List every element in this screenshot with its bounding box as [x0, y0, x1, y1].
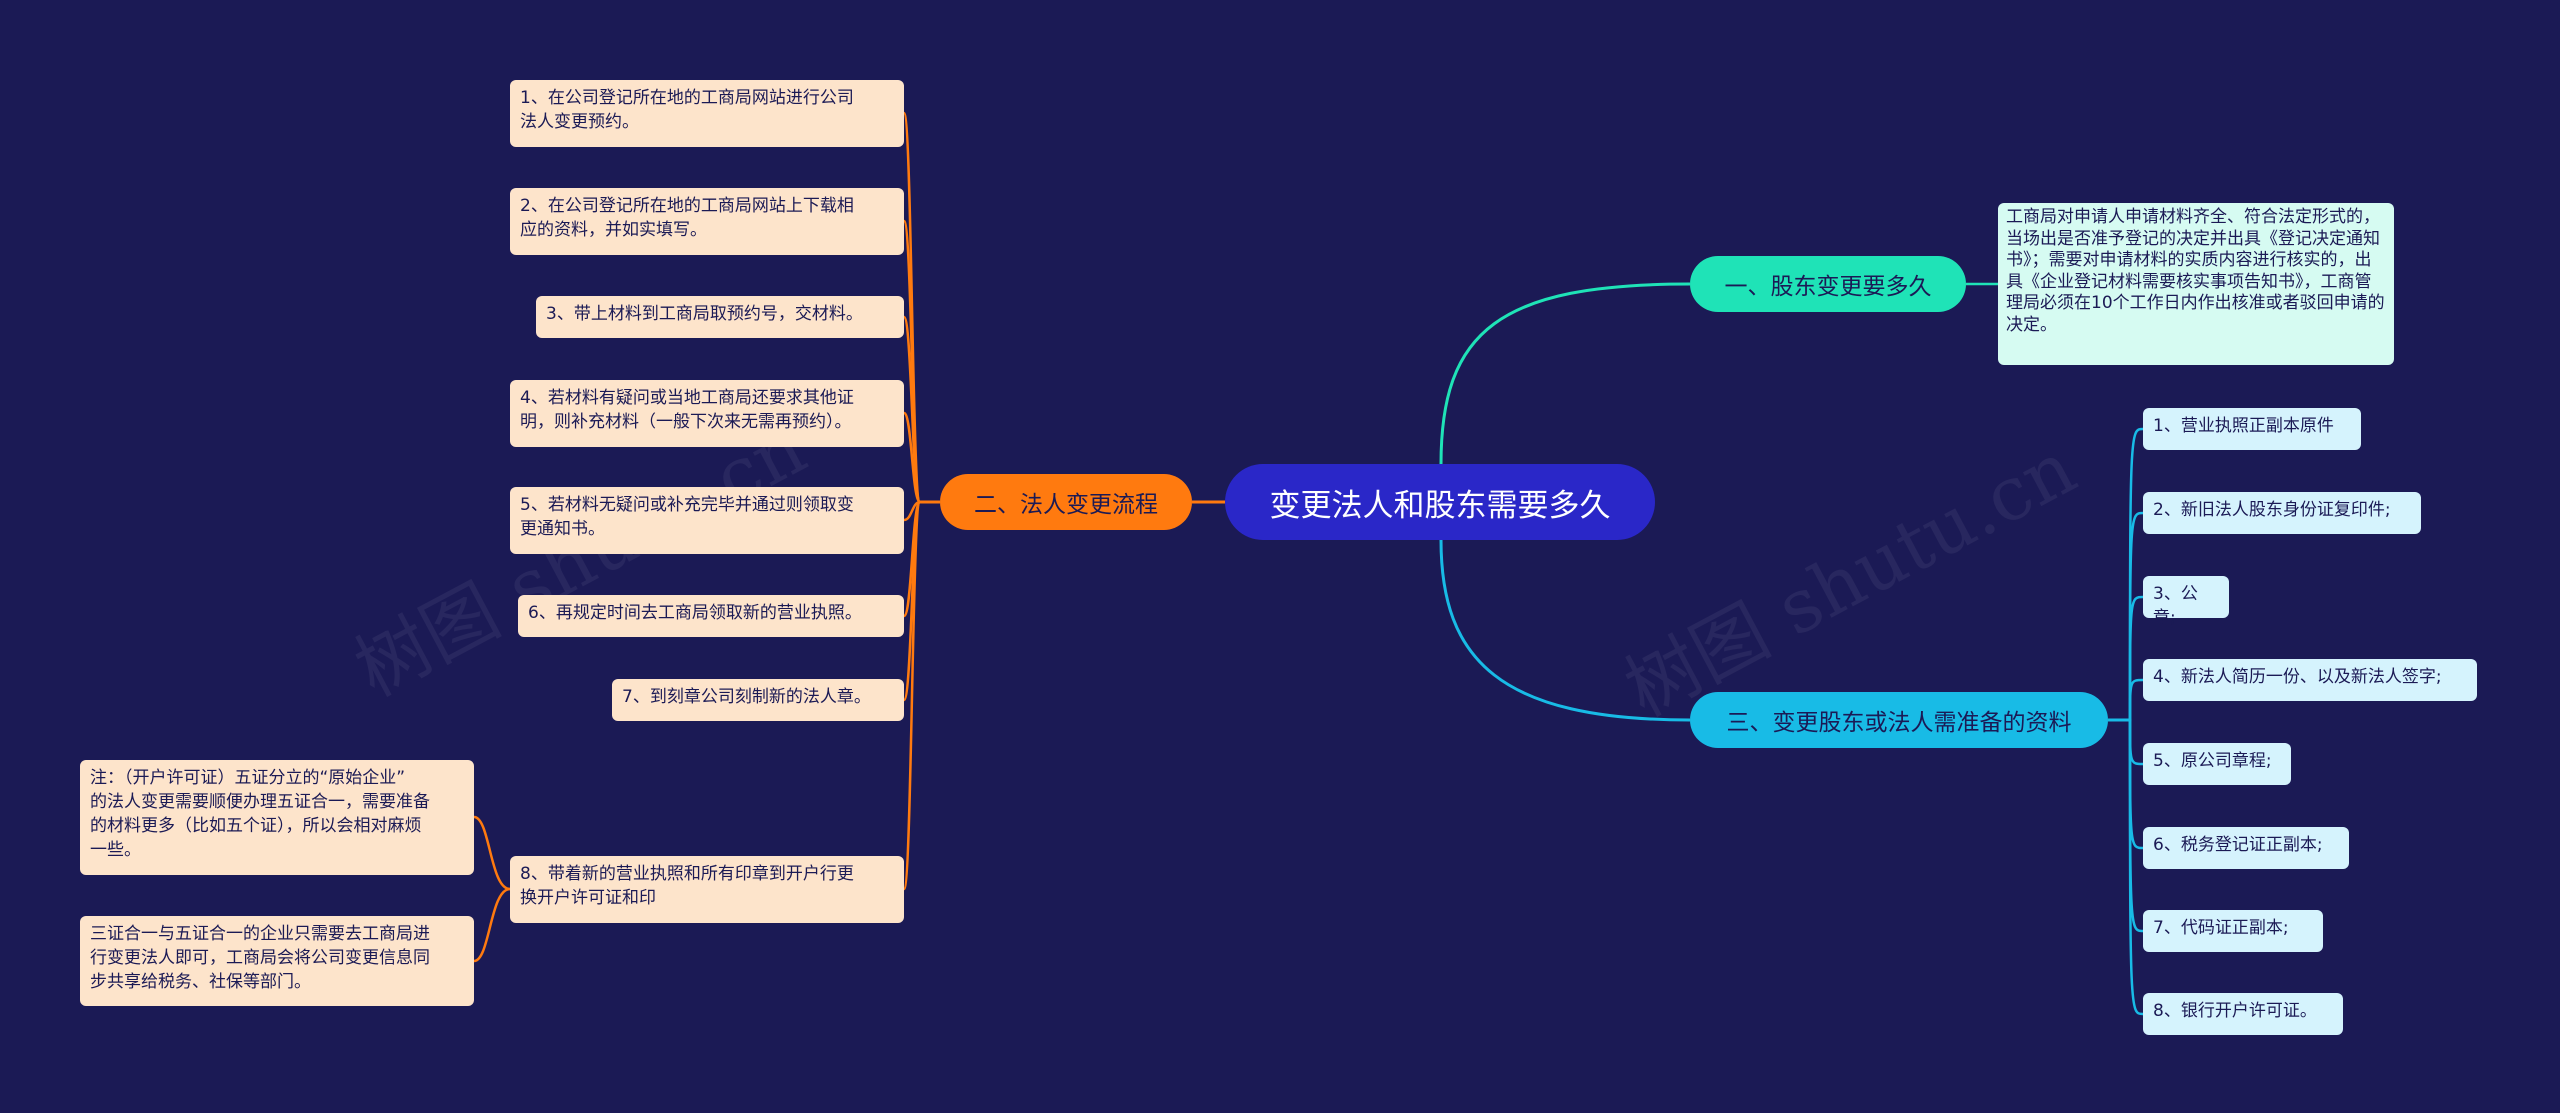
connector-branch3-material	[2108, 718, 2144, 850]
leaf-process-step-4[interactable]: 4、若材料有疑问或当地工商局还要求其他证 明，则补充材料（一般下次来无需再预约）…	[510, 380, 904, 447]
leaf-material-5[interactable]: 5、原公司章程;	[2143, 743, 2291, 785]
connector-branch2-step	[902, 315, 940, 504]
leaf-process-step-6[interactable]: 6、再规定时间去工商局领取新的营业执照。	[518, 595, 904, 637]
leaf-process-step-5[interactable]: 5、若材料无疑问或补充完毕并通过则领取变 更通知书。	[510, 487, 904, 554]
connector-branch2-step	[902, 500, 940, 618]
connector-branch3-material	[2108, 427, 2144, 722]
connector-branch3-material	[2108, 718, 2144, 766]
connector-branch3-material	[2108, 595, 2144, 722]
root-topic[interactable]: 变更法人和股东需要多久	[1225, 464, 1655, 540]
connector-root-branch3	[1439, 539, 1691, 722]
leaf-process-step-1[interactable]: 1、在公司登记所在地的工商局网站进行公司 法人变更预约。	[510, 80, 904, 147]
connector-branch2-step	[902, 411, 940, 504]
leaf-material-6[interactable]: 6、税务登记证正副本;	[2143, 827, 2349, 869]
leaf-material-8[interactable]: 8、银行开户许可证。	[2143, 993, 2343, 1035]
connector-branch3-material	[2108, 718, 2144, 1016]
branch-shareholder-change-time[interactable]: 一、股东变更要多久	[1690, 256, 1966, 312]
leaf-process-step-8[interactable]: 8、带着新的营业执照和所有印章到开户行更 换开户许可证和印	[510, 856, 904, 923]
leaf-approval-timeline[interactable]: 工商局对申请人申请材料齐全、符合法定形式的，当场出是否准予登记的决定并出具《登记…	[1998, 203, 2394, 365]
branch-required-materials[interactable]: 三、变更股东或法人需准备的资料	[1690, 692, 2108, 748]
connector-branch3-material	[2108, 511, 2144, 722]
leaf-material-1[interactable]: 1、营业执照正副本原件	[2143, 408, 2361, 450]
connector-step8-note1	[473, 815, 511, 891]
leaf-note-three-in-one[interactable]: 三证合一与五证合一的企业只需要去工商局进 行变更法人即可，工商局会将公司变更信息…	[80, 916, 474, 1006]
connector-root-branch1	[1439, 282, 1691, 465]
connector-branch3-material	[2108, 678, 2144, 722]
connector-step8-note2	[473, 887, 511, 963]
leaf-material-3[interactable]: 3、公章;	[2143, 576, 2229, 628]
leaf-note-five-certificates[interactable]: 注：（开户许可证）五证分立的“原始企业” 的法人变更需要顺便办理五证合一，需要准…	[80, 760, 474, 875]
branch-legal-person-change-process[interactable]: 二、法人变更流程	[940, 474, 1192, 530]
connector-branch2-step	[902, 500, 940, 891]
connector-branch3-material	[2108, 718, 2144, 933]
leaf-material-4[interactable]: 4、新法人简历一份、以及新法人签字;	[2143, 659, 2477, 701]
leaf-material-2[interactable]: 2、新旧法人股东身份证复印件;	[2143, 492, 2421, 534]
leaf-process-step-2[interactable]: 2、在公司登记所在地的工商局网站上下载相 应的资料，并如实填写。	[510, 188, 904, 255]
leaf-process-step-3[interactable]: 3、带上材料到工商局取预约号，交材料。	[536, 296, 904, 338]
leaf-process-step-7[interactable]: 7、到刻章公司刻制新的法人章。	[612, 679, 904, 721]
connector-branch2-step	[903, 500, 940, 522]
leaf-material-7[interactable]: 7、代码证正副本;	[2143, 910, 2323, 952]
